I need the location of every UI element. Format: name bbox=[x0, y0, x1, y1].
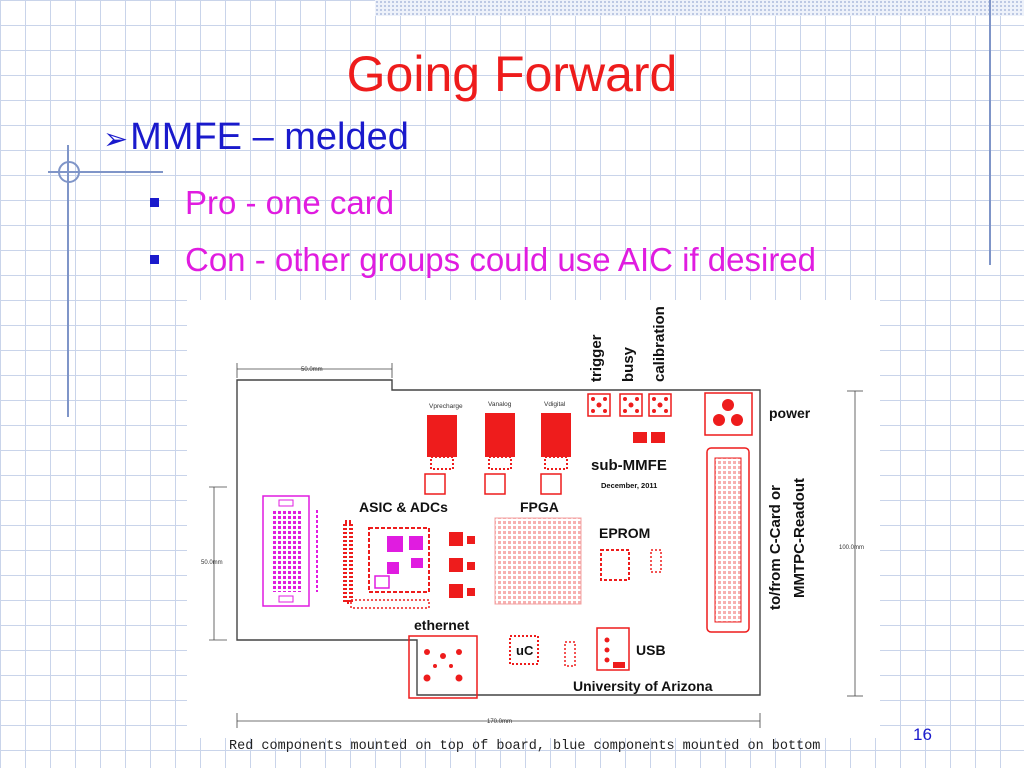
page-number: 16 bbox=[913, 725, 932, 744]
ethernet-jack bbox=[408, 635, 478, 699]
label-power: power bbox=[769, 405, 811, 421]
label-vprecharge: Vprecharge bbox=[429, 403, 463, 410]
arrow-bullet-icon: ➢ bbox=[103, 123, 129, 156]
label-trigger: trigger bbox=[588, 334, 605, 382]
main-bullet-text: MMFE – melded bbox=[130, 116, 409, 158]
output-connector bbox=[706, 447, 750, 633]
lemo-connectors bbox=[587, 393, 672, 417]
label-side-2: MMTPC-Readout bbox=[791, 478, 808, 598]
eprom-chip bbox=[600, 549, 630, 581]
label-university: University of Arizona bbox=[573, 678, 713, 694]
label-sub-mmfe: sub-MMFE bbox=[591, 457, 667, 474]
slide-title: Going Forward bbox=[346, 46, 678, 102]
power-connector bbox=[704, 392, 753, 436]
label-vanalog: Vanalog bbox=[488, 401, 512, 408]
main-bullet: ➢MMFE – melded bbox=[103, 113, 409, 164]
label-asic: ASIC & ADCs bbox=[359, 499, 448, 515]
label-date: December, 2011 bbox=[601, 481, 657, 490]
board-diagram: 50.0mm 50.0mm 100.0mm 170.0mm trigger bu… bbox=[187, 300, 880, 738]
uc-chip bbox=[509, 635, 539, 665]
board-drawing: 50.0mm 50.0mm 100.0mm 170.0mm trigger bu… bbox=[201, 306, 864, 728]
label-calibration: calibration bbox=[651, 306, 668, 382]
square-bullet-icon bbox=[150, 254, 159, 264]
input-connector bbox=[262, 495, 310, 607]
label-fpga: FPGA bbox=[520, 499, 559, 515]
dim-width-bottom: 170.0mm bbox=[487, 719, 512, 725]
header-pattern bbox=[375, 0, 1024, 16]
label-vdigital: Vdigital bbox=[544, 401, 566, 408]
label-usb: USB bbox=[636, 642, 666, 658]
sub-bullet: Pro - one card bbox=[150, 183, 394, 223]
dim-width-top: 50.0mm bbox=[301, 367, 323, 373]
sub-bullet: Con - other groups could use AIC if desi… bbox=[150, 240, 816, 280]
decorative-line bbox=[67, 145, 69, 417]
fpga-chip bbox=[494, 517, 582, 605]
label-eprom: EPROM bbox=[599, 525, 650, 541]
board-outline bbox=[236, 379, 761, 696]
crosshair-ornament bbox=[58, 161, 80, 183]
sub-bullet-text: Con - other groups could use AIC if desi… bbox=[185, 241, 817, 278]
decorative-line bbox=[48, 171, 163, 173]
regulators bbox=[424, 413, 571, 495]
dim-height-right: 100.0mm bbox=[839, 545, 864, 551]
label-busy: busy bbox=[620, 346, 637, 382]
dim-height-left: 50.0mm bbox=[201, 560, 223, 566]
label-uc: uC bbox=[516, 643, 534, 658]
usb-connector bbox=[596, 627, 630, 671]
decorative-line bbox=[989, 0, 991, 265]
figure-caption: Red components mounted on top of board, … bbox=[229, 739, 821, 754]
sub-bullet-text: Pro - one card bbox=[185, 184, 395, 221]
label-side-1: to/from C-Card or bbox=[767, 485, 784, 610]
label-ethernet: ethernet bbox=[414, 617, 470, 633]
square-bullet-icon bbox=[150, 197, 159, 207]
asic-region bbox=[343, 520, 475, 609]
